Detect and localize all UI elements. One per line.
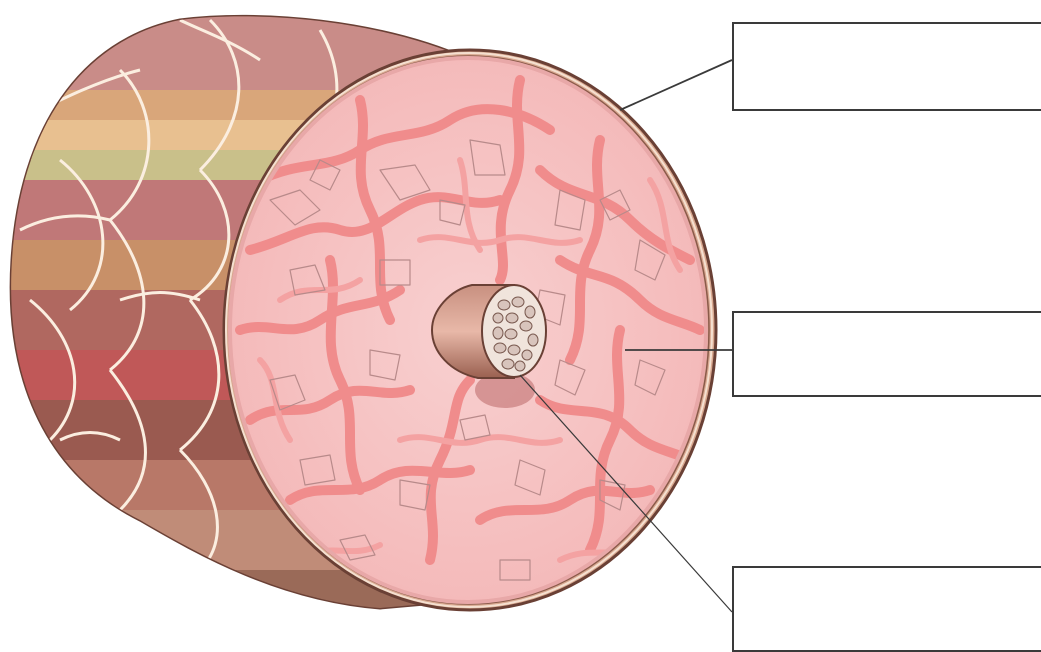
label-box-bottom[interactable] [732,566,1041,652]
label-box-top[interactable] [732,22,1041,111]
leader-line-top [620,60,732,110]
label-box-middle[interactable] [732,311,1041,397]
